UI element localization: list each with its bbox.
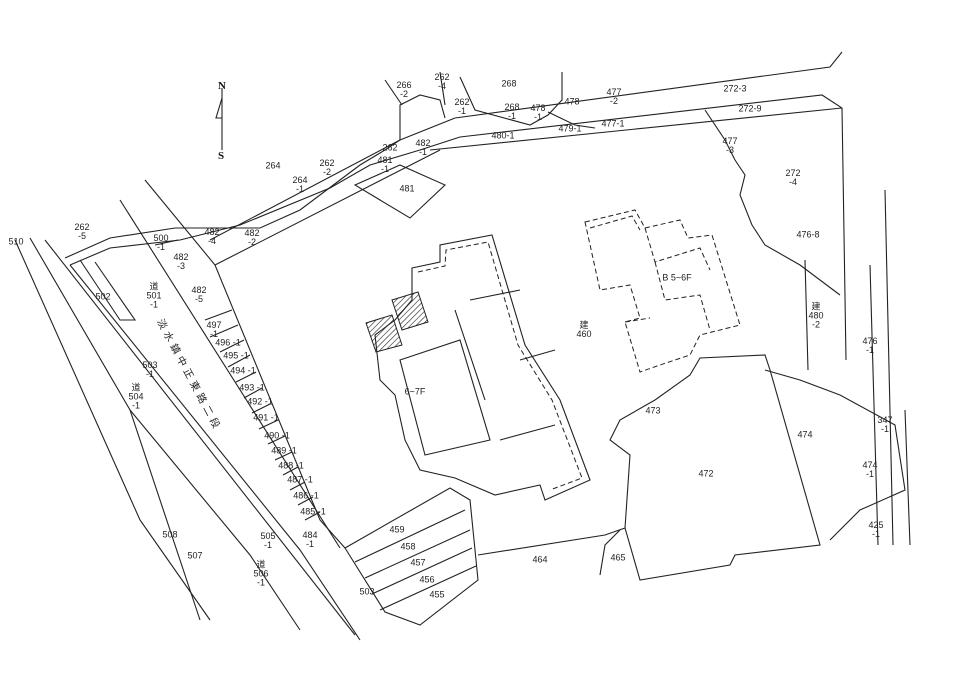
parcel-label: 479-1: [558, 123, 582, 134]
parcel-label: 262 -5: [74, 222, 90, 241]
parcel-label: 488 -1: [278, 460, 304, 471]
parcel-label: 508: [162, 529, 178, 540]
parcel-label: 474 -1: [862, 460, 878, 479]
parcel-label: 484 -1: [302, 530, 318, 549]
parcel-label: 262 -1: [454, 97, 470, 116]
parcel-label: B 5~6F: [662, 272, 692, 283]
parcel-label: 477 -3: [722, 136, 738, 155]
parcel-label: 473: [645, 405, 661, 416]
parcel-label: 264: [265, 160, 281, 171]
parcel-label: 480-1: [491, 130, 515, 141]
parcel-label: 507: [187, 550, 203, 561]
parcel-label: 262 -4: [434, 72, 450, 91]
parcel-label: 477-1: [601, 118, 625, 129]
parcel-label: 500 -1: [153, 233, 169, 252]
parcel-label: 491 -1: [253, 412, 279, 423]
parcel-label: 481: [399, 183, 415, 194]
parcel-label: 476-8: [796, 229, 820, 240]
parcel-label: 456: [419, 574, 435, 585]
parcel-label: 497 -1: [206, 320, 222, 339]
parcel-label: 459: [389, 524, 405, 535]
parcel-label: 465: [610, 552, 626, 563]
parcel-label: 道 506 -1: [253, 559, 269, 588]
parcel-label: 482 -2: [244, 228, 260, 247]
parcel-label: 268 -1: [504, 102, 520, 121]
parcel-label: 272 -4: [785, 168, 801, 187]
parcel-label: 482 -5: [191, 285, 207, 304]
parcel-label: 482 -4: [204, 227, 220, 246]
parcel-label: 493 -1: [239, 382, 265, 393]
parcel-label: 474: [797, 429, 813, 440]
parcel-label: 道 501 -1: [146, 281, 162, 310]
parcel-label: 266 -2: [396, 80, 412, 99]
parcel-label: 487 -1: [287, 474, 313, 485]
parcel-label: 477 -2: [606, 87, 622, 106]
parcel-label: 505 -1: [260, 531, 276, 550]
compass-south: S: [218, 150, 225, 162]
parcel-label: 510: [8, 236, 24, 247]
parcel-label: 496 -1: [215, 337, 241, 348]
parcel-label: 481 -1: [377, 155, 393, 174]
parcel-label: 482 -1: [415, 138, 431, 157]
parcel-label: 486 -1: [293, 490, 319, 501]
parcel-label: 455: [429, 589, 445, 600]
parcel-label: 503 -1: [142, 360, 158, 379]
parcel-label: 485 -1: [300, 506, 326, 517]
parcel-label: 建 480 -2: [808, 301, 824, 330]
parcel-label: 建 460: [576, 320, 592, 339]
parcel-label: 503: [359, 586, 375, 597]
parcel-label: 262: [382, 142, 398, 153]
compass-north: N: [218, 80, 226, 92]
parcel-label: 482 -3: [173, 252, 189, 271]
parcel-label: 272-9: [738, 103, 762, 114]
parcel-label: 502: [95, 291, 111, 302]
parcel-label: 425 -1: [868, 520, 884, 539]
parcel-label: 268: [501, 78, 517, 89]
parcel-label: 458: [400, 541, 416, 552]
parcel-label: 264 -1: [292, 175, 308, 194]
parcel-label: 476 -1: [862, 336, 878, 355]
parcel-label: 272-3: [723, 83, 747, 94]
parcel-label: 472: [698, 468, 714, 479]
parcel-label: 464: [532, 554, 548, 565]
parcel-label: 494 -1: [230, 365, 256, 376]
parcel-label: 492 -1: [247, 396, 273, 407]
parcel-label: 道 504 -1: [128, 382, 144, 411]
parcel-label: 478: [564, 96, 580, 107]
parcel-label: 489 -1: [271, 445, 297, 456]
parcel-label: 262 -2: [319, 158, 335, 177]
parcel-label: 347 -1: [877, 415, 893, 434]
parcel-label: 457: [410, 557, 426, 568]
parcel-label: 6~7F: [404, 386, 426, 397]
parcel-label: 495 -1: [223, 350, 249, 361]
parcel-label: 490 -1: [264, 430, 290, 441]
parcel-label: 478 -1: [530, 103, 546, 122]
